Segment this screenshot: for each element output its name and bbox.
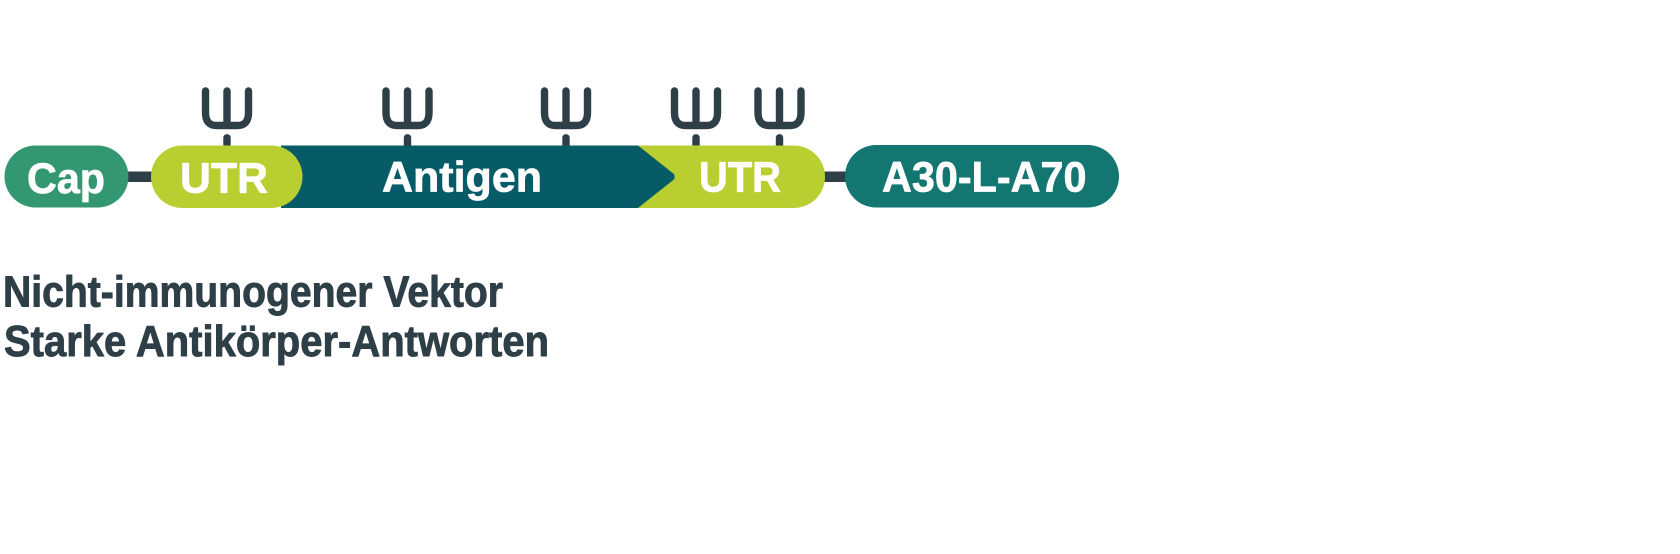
svg-text:Antigen: Antigen <box>382 154 542 202</box>
svg-text:Nicht-immunogener Vektor: Nicht-immunogener Vektor <box>3 268 503 317</box>
svg-text:Starke Antikörper-Antworten: Starke Antikörper-Antworten <box>4 317 549 366</box>
svg-text:UTR: UTR <box>699 153 781 201</box>
svg-text:A30-L-A70: A30-L-A70 <box>882 153 1087 201</box>
svg-text:UTR: UTR <box>180 155 268 203</box>
svg-text:Cap: Cap <box>27 155 105 203</box>
